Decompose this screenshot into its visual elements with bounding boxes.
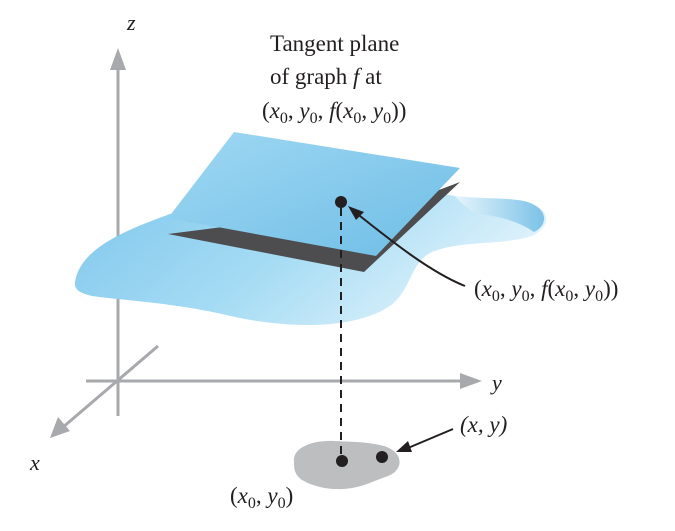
base-point-label: (x0, y0) [230,483,293,512]
tangency-leader [354,211,466,287]
tangency-point [335,196,347,208]
tangency-leader-arrowhead [348,206,364,220]
surface-curl [455,196,545,232]
base-point [336,455,348,467]
caption-point-label: (x0, y0, f(x0, y0)) [262,98,406,127]
tangency-point-label: (x0, y0, f(x0, y0)) [474,276,618,305]
nearby-point [376,451,388,463]
y-axis-arrowhead [460,373,482,389]
z-axis-arrowhead [110,48,126,70]
caption-line-1: Tangent plane [270,31,399,56]
xy-leader-arrowhead [396,441,412,452]
xy-point-label: (x, y) [460,412,507,437]
xy-leader [407,428,454,449]
y-axis-label: y [490,370,502,395]
domain-region [293,440,400,490]
x-axis-label: x [29,450,40,475]
x-axis [61,344,159,430]
z-axis-label: z [126,10,136,35]
x-axis-arrowhead [50,417,70,438]
graph-surface [74,132,547,326]
caption-line-2: of graph f at [270,64,382,89]
tangent-plane [168,132,460,256]
